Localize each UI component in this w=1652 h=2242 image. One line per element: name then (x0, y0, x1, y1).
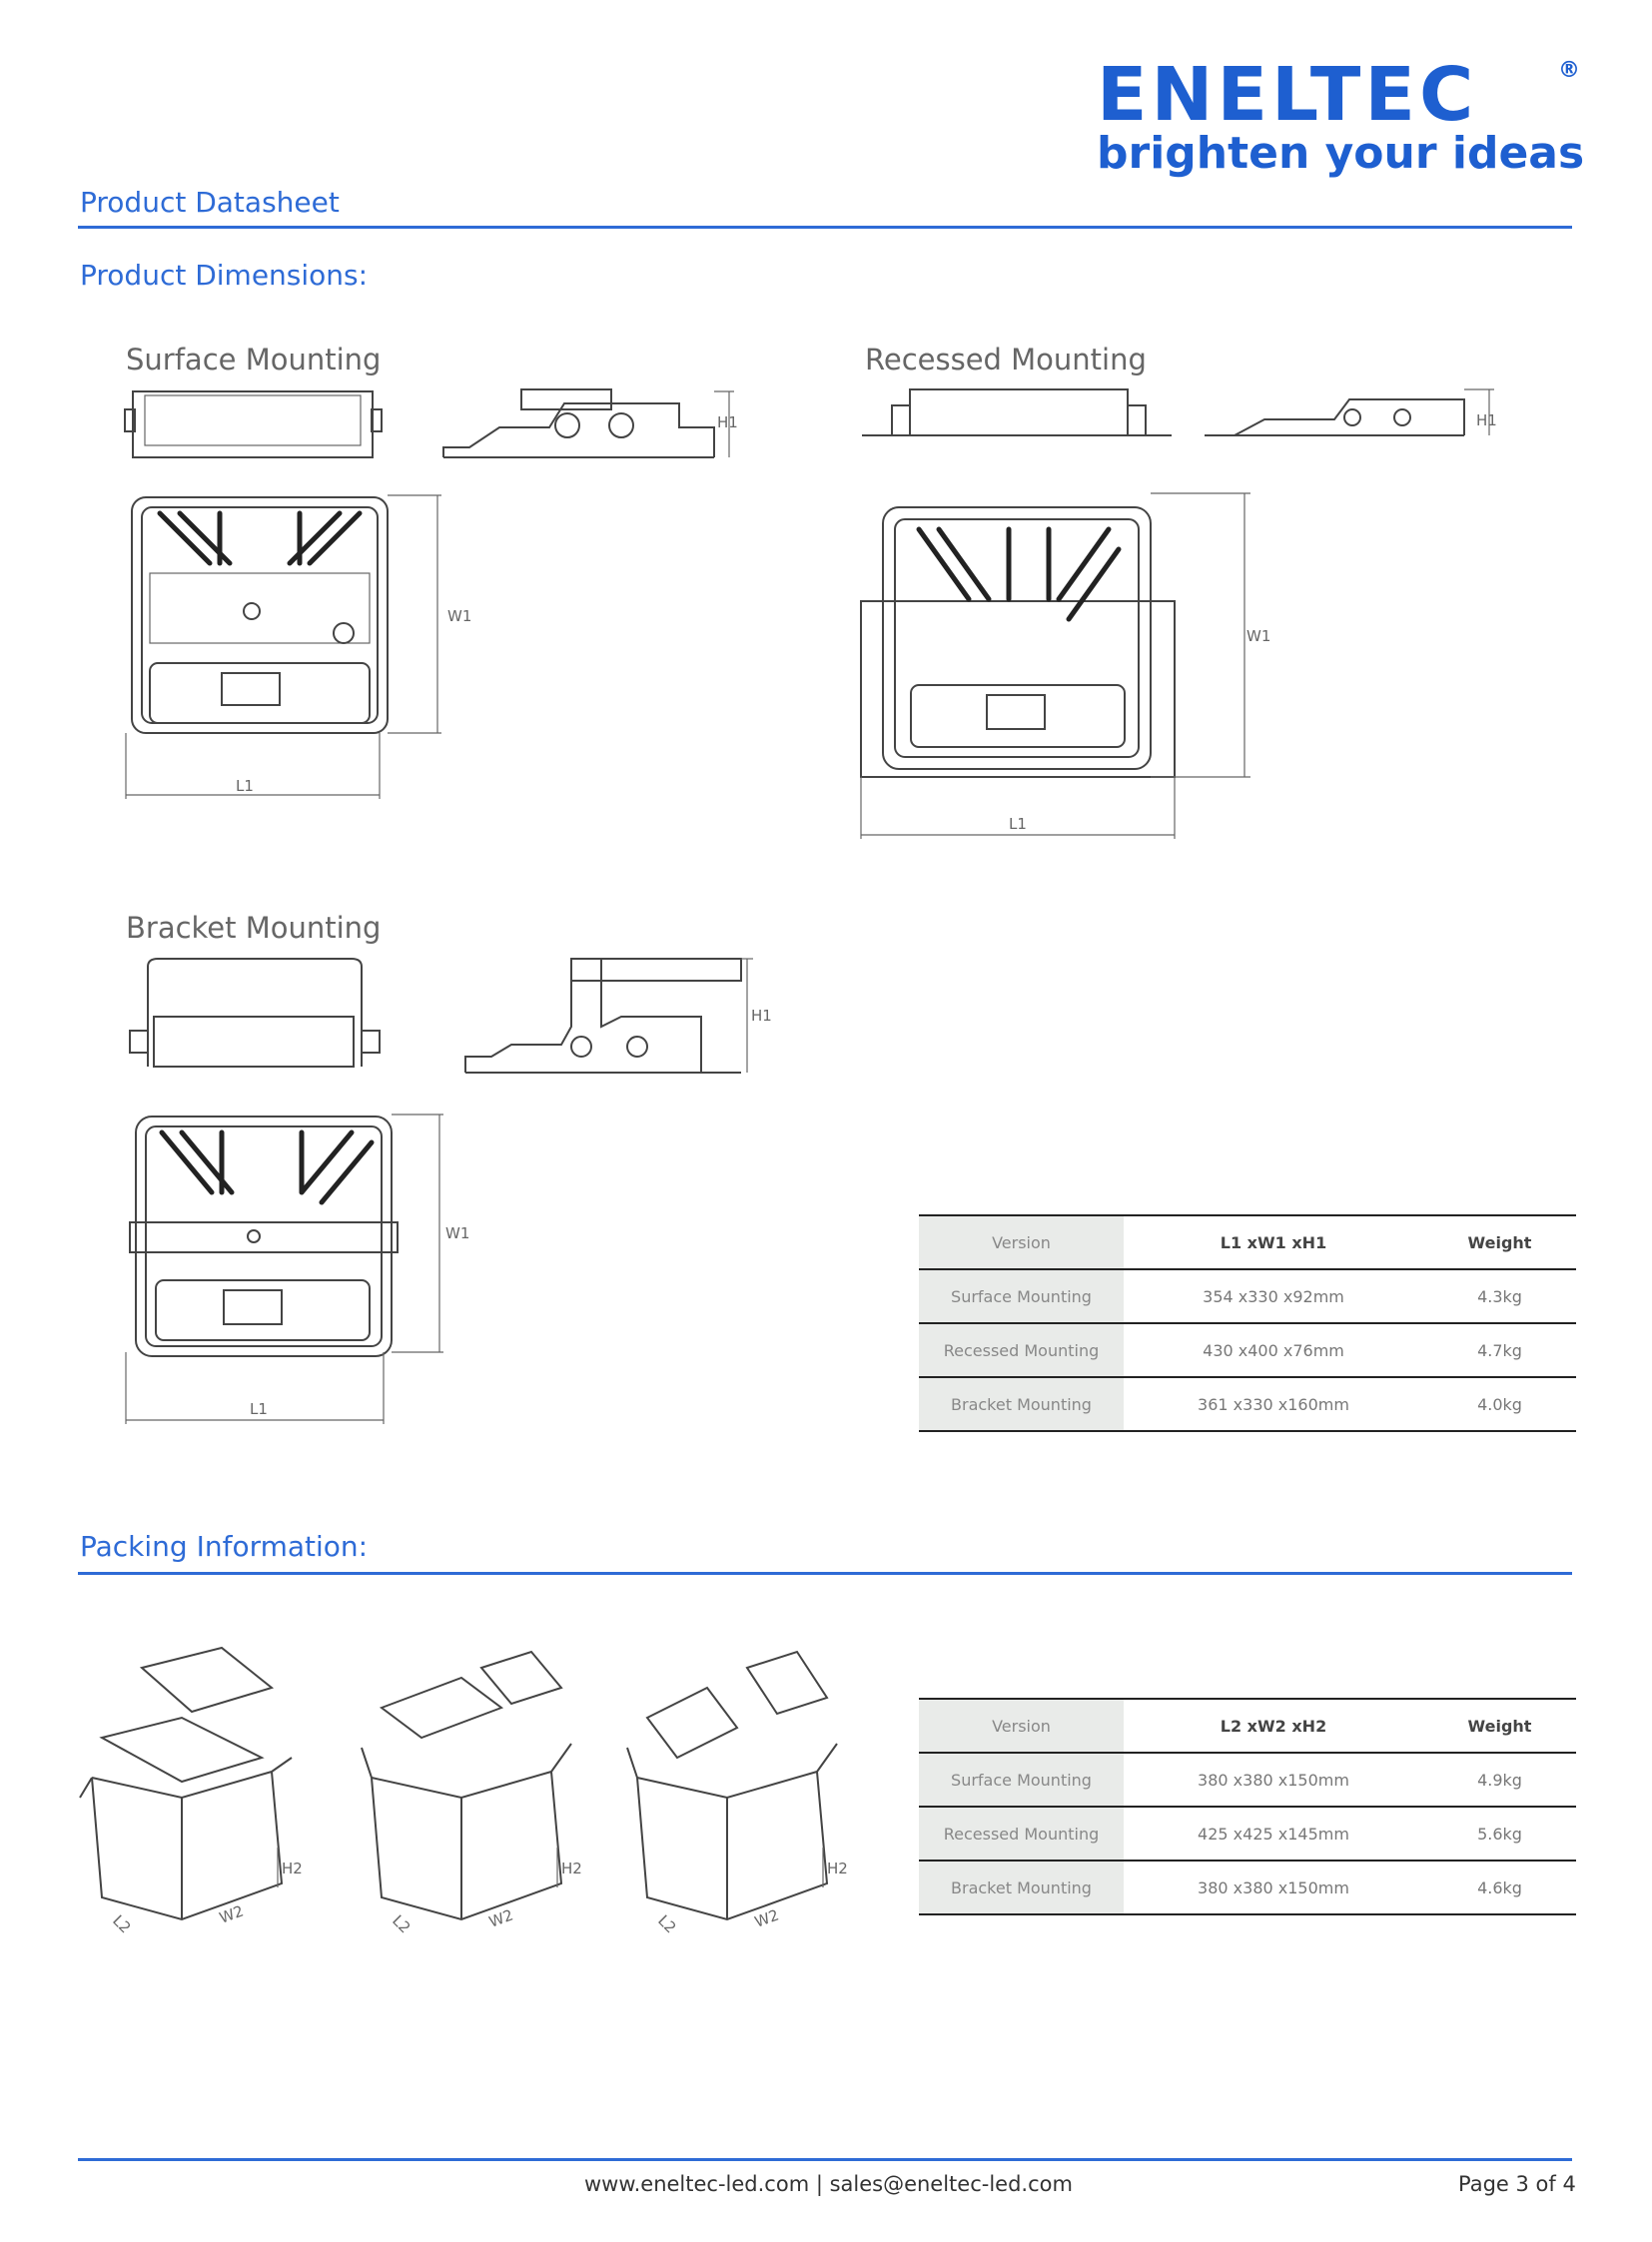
column-header: Weight (1423, 1698, 1576, 1754)
table-row: Recessed Mounting 425 x425 x145mm 5.6kg (919, 1807, 1576, 1862)
bracket-h1-label: H1 (751, 1007, 772, 1025)
table-cell: 380 x380 x150mm (1124, 1753, 1423, 1808)
recessed-front-view (862, 388, 1172, 436)
table-header-row: Version L1 xW1 xH1 Weight (919, 1214, 1576, 1270)
column-header: L2 xW2 xH2 (1124, 1698, 1423, 1754)
table-row: Recessed Mounting 430 x400 x76mm 4.7kg (919, 1323, 1576, 1378)
surface-w1-label: W1 (447, 607, 471, 625)
surface-l1-label: L1 (236, 777, 254, 795)
table-cell: Surface Mounting (919, 1753, 1124, 1808)
header-rule (78, 226, 1572, 229)
table-header-row: Version L2 xW2 xH2 Weight (919, 1698, 1576, 1754)
packing-h2-label: H2 (561, 1860, 582, 1877)
surface-h1-label: H1 (717, 413, 738, 431)
bracket-front-view (129, 958, 381, 1068)
table-cell: 425 x425 x145mm (1124, 1807, 1423, 1862)
bracket-side-view: H1 (464, 958, 772, 1074)
recessed-side-view: H1 (1205, 388, 1497, 436)
column-header: Weight (1423, 1214, 1576, 1270)
table-cell: 380 x380 x150mm (1124, 1861, 1423, 1915)
recessed-mounting-title: Recessed Mounting (865, 343, 1147, 376)
table-cell: 5.6kg (1423, 1807, 1576, 1862)
bracket-w1-label: W1 (445, 1224, 469, 1242)
packing-l2-label: L2 (109, 1911, 134, 1936)
table-cell: 430 x400 x76mm (1124, 1323, 1423, 1378)
footer-rule (78, 2158, 1572, 2161)
doc-type-title: Product Datasheet (80, 186, 340, 219)
table-cell: 4.3kg (1423, 1269, 1576, 1324)
packing-l2-label: L2 (654, 1911, 679, 1936)
packing-box-bracket: H2 L2 W2 (626, 1650, 848, 1936)
brand-tagline: brighten your ideas (1097, 128, 1585, 179)
dimensions-title: Product Dimensions: (80, 259, 369, 292)
footer-contact: www.eneltec-led.com | sales@eneltec-led.… (584, 2172, 1073, 2196)
packing-h2-label: H2 (827, 1860, 848, 1877)
table-cell: Bracket Mounting (919, 1861, 1124, 1915)
recessed-l1-label: L1 (1009, 815, 1027, 833)
table-cell: 4.7kg (1423, 1323, 1576, 1378)
surface-front-view (124, 390, 383, 458)
surface-side-view: H1 (442, 388, 738, 458)
page-number: Page 3 of 4 (1458, 2172, 1576, 2196)
bracket-mounting-title: Bracket Mounting (126, 911, 382, 945)
packing-table: Version L2 xW2 xH2 Weight Surface Mounti… (919, 1698, 1576, 1915)
table-row: Bracket Mounting 361 x330 x160mm 4.0kg (919, 1377, 1576, 1432)
surface-top-view: W1 L1 (125, 494, 471, 799)
table-cell: Surface Mounting (919, 1269, 1124, 1324)
recessed-w1-label: W1 (1246, 627, 1270, 645)
table-cell: 4.6kg (1423, 1861, 1576, 1915)
packing-h2-label: H2 (282, 1860, 303, 1877)
table-cell: 4.9kg (1423, 1753, 1576, 1808)
table-cell: 354 x330 x92mm (1124, 1269, 1423, 1324)
registered-mark: ® (1558, 58, 1580, 83)
packing-box-recessed: H2 L2 W2 (361, 1650, 582, 1936)
table-cell: Recessed Mounting (919, 1323, 1124, 1378)
brand-logo: ENELTEC (1097, 52, 1478, 138)
table-row: Surface Mounting 354 x330 x92mm 4.3kg (919, 1269, 1576, 1324)
table-cell: 361 x330 x160mm (1124, 1377, 1423, 1432)
column-header: L1 xW1 xH1 (1124, 1214, 1423, 1270)
bracket-l1-label: L1 (250, 1400, 268, 1418)
table-row: Surface Mounting 380 x380 x150mm 4.9kg (919, 1753, 1576, 1808)
column-header: Version (919, 1214, 1124, 1270)
dimensions-table: Version L1 xW1 xH1 Weight Surface Mounti… (919, 1214, 1576, 1432)
packing-title: Packing Information: (80, 1530, 369, 1563)
surface-mounting-title: Surface Mounting (126, 343, 382, 376)
table-cell: Recessed Mounting (919, 1807, 1124, 1862)
packing-l2-label: L2 (389, 1911, 413, 1936)
table-cell: Bracket Mounting (919, 1377, 1124, 1432)
packing-box-surface: H2 L2 W2 (79, 1646, 303, 1936)
packing-rule (78, 1572, 1572, 1575)
table-row: Bracket Mounting 380 x380 x150mm 4.6kg (919, 1861, 1576, 1915)
recessed-h1-label: H1 (1476, 411, 1497, 429)
column-header: Version (919, 1698, 1124, 1754)
recessed-top-view: W1 L1 (860, 492, 1270, 839)
table-cell: 4.0kg (1423, 1377, 1576, 1432)
bracket-top-view: W1 L1 (125, 1114, 469, 1424)
